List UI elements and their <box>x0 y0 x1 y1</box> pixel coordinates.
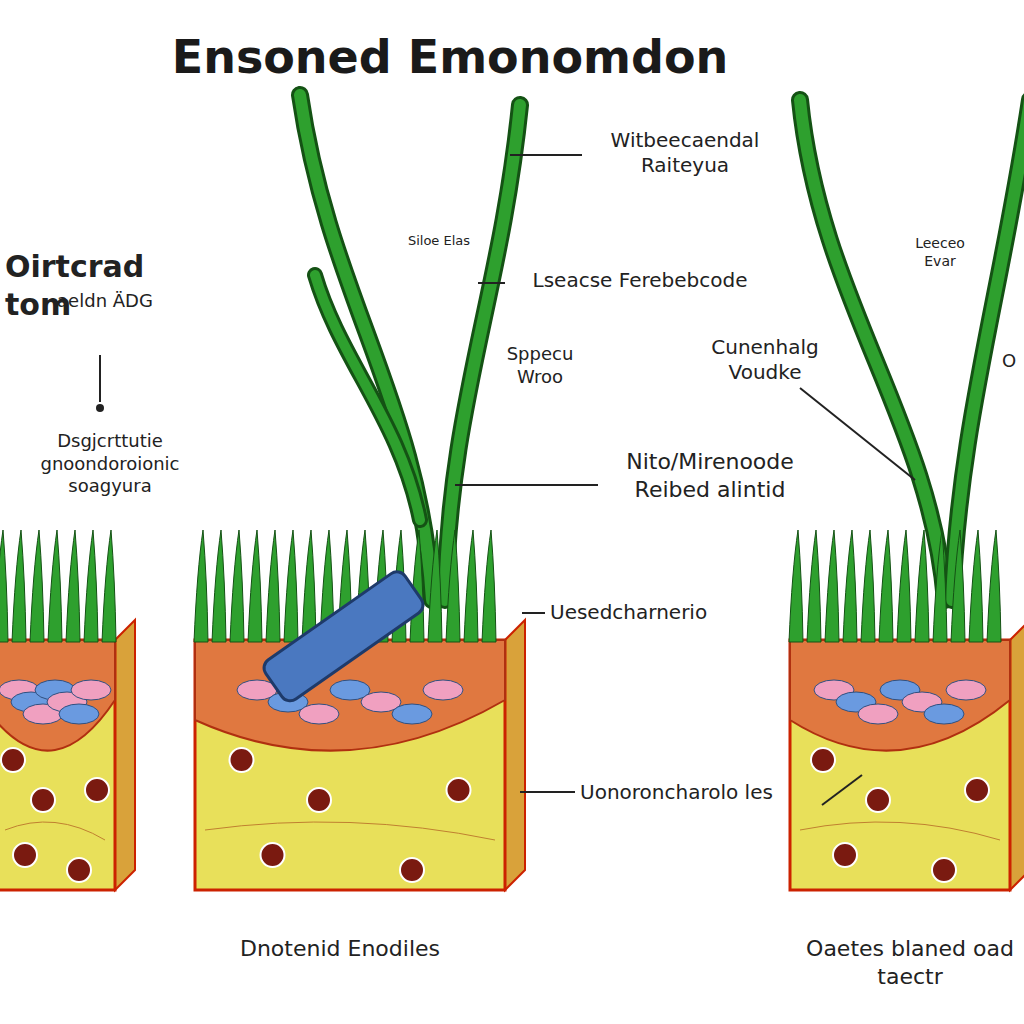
part-label: Siloe Elas <box>405 233 473 249</box>
part-label: Nito/Mirenoode Reibed alintid <box>605 448 815 503</box>
red-dot <box>1 748 25 772</box>
grass-blade <box>48 530 62 642</box>
red-dot <box>307 788 331 812</box>
grass-blade <box>266 530 280 642</box>
red-dot <box>13 843 37 867</box>
part-label: Sppecu Wroo <box>495 343 585 388</box>
red-dot <box>866 788 890 812</box>
grass-blade <box>843 530 857 642</box>
grass-blade <box>951 530 965 642</box>
root-bubble <box>299 704 339 724</box>
part-label: Oaetes blaned oad taectr <box>800 935 1020 990</box>
red-dot <box>230 748 254 772</box>
grass-blade <box>915 530 929 642</box>
plant-stems <box>300 95 1024 600</box>
part-label: Witbeecaendal Raiteyua <box>590 128 780 178</box>
block-side <box>505 620 525 890</box>
red-dot <box>932 858 956 882</box>
leader-lines <box>100 155 915 805</box>
part-label: Uesedcharnerio <box>550 600 790 625</box>
grass-blade <box>302 530 316 642</box>
grass-blade <box>102 530 116 642</box>
part-label: aeldn ÄDG <box>55 290 155 313</box>
grass-blade <box>897 530 911 642</box>
grass-blade <box>969 530 983 642</box>
part-label: Dnotenid Enodiles <box>200 935 480 963</box>
grass-blade <box>30 530 44 642</box>
grass-blade <box>789 530 803 642</box>
grass-blade <box>987 530 1001 642</box>
grass-blade <box>194 530 208 642</box>
grass-blade <box>428 530 442 642</box>
part-label: Lseacse Ferebebcode <box>510 268 770 293</box>
part-label: Cunenhalg Voudke <box>690 335 840 385</box>
root-bubble <box>946 680 986 700</box>
root-bubble <box>423 680 463 700</box>
red-dot <box>31 788 55 812</box>
root-bubble <box>71 680 111 700</box>
part-label: Leeceo Evar <box>900 235 980 270</box>
yellow-soil <box>0 640 115 890</box>
grass-blade <box>464 530 478 642</box>
soil-block <box>789 530 1024 890</box>
orange-layer <box>0 640 115 751</box>
grass-blade <box>861 530 875 642</box>
part-label: Uonoroncharolo les <box>580 780 780 805</box>
block-side <box>1010 620 1024 890</box>
red-dot <box>447 778 471 802</box>
red-dot <box>261 843 285 867</box>
part-label: O <box>1002 350 1020 373</box>
grass-blade <box>807 530 821 642</box>
grass-blade <box>446 530 460 642</box>
red-dot <box>400 858 424 882</box>
soil-line <box>205 822 495 840</box>
pipe-body <box>260 568 427 705</box>
soil-block <box>194 530 525 890</box>
yellow-soil <box>790 640 1010 890</box>
grass-blade <box>212 530 226 642</box>
red-dot <box>811 748 835 772</box>
root-bubble <box>858 704 898 724</box>
part-label: Oirtcrad tom <box>5 248 215 323</box>
red-dot <box>833 843 857 867</box>
grass-blade <box>66 530 80 642</box>
soil-line <box>5 822 105 840</box>
soil-blocks <box>0 530 1024 890</box>
blue-pipe <box>260 568 427 705</box>
grass-blade <box>482 530 496 642</box>
grass-blade <box>230 530 244 642</box>
grass-blade <box>84 530 98 642</box>
diagram-title: Ensoned Emonomdon <box>90 30 810 84</box>
grass-blade <box>933 530 947 642</box>
grass-blade <box>248 530 262 642</box>
grass-blade <box>0 530 8 642</box>
root-bubble <box>392 704 432 724</box>
yellow-soil <box>195 640 505 890</box>
red-dot <box>67 858 91 882</box>
root-bubble <box>59 704 99 724</box>
soil-line <box>800 822 1000 840</box>
orange-layer <box>790 640 1010 751</box>
root-bubble <box>924 704 964 724</box>
grass-blade <box>284 530 298 642</box>
part-label: Dsgjcrttutie gnoondoroionic soagyura <box>20 430 200 498</box>
grass-blade <box>825 530 839 642</box>
leader-dot <box>96 404 104 412</box>
grass-blade <box>879 530 893 642</box>
red-dot <box>85 778 109 802</box>
soil-block <box>0 530 135 890</box>
block-side <box>115 620 135 890</box>
red-dot <box>965 778 989 802</box>
grass-blade <box>12 530 26 642</box>
